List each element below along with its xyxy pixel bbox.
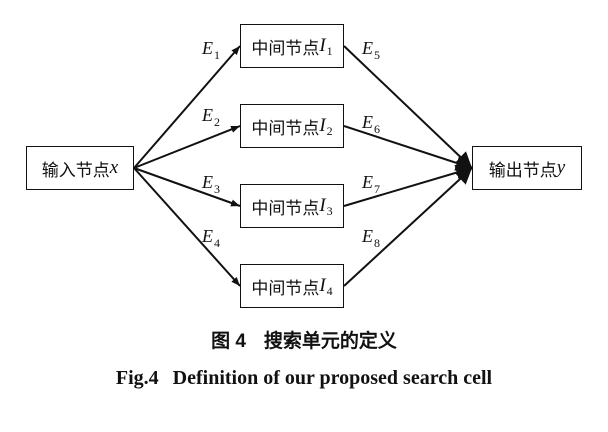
edge-sub: 6 xyxy=(374,122,380,136)
edge-var: E xyxy=(362,172,373,192)
intermediate-node-label: 中间节点 xyxy=(251,198,320,219)
edge-e4-line xyxy=(133,167,241,287)
edge-var: E xyxy=(202,105,213,125)
edge-var: E xyxy=(202,38,213,58)
edge-e5-line xyxy=(343,45,473,169)
edge-var: E xyxy=(362,226,373,246)
edge-e2-line xyxy=(133,125,241,169)
intermediate-node-var: I xyxy=(319,115,326,136)
intermediate-node-sub: 1 xyxy=(326,43,333,58)
intermediate-node-var: I xyxy=(319,275,326,296)
edge-label-e6: E6 xyxy=(362,112,380,136)
intermediate-node-label: 中间节点 xyxy=(251,118,320,139)
input-node-label: 输入节点 xyxy=(41,160,110,181)
edge-var: E xyxy=(202,226,213,246)
edge-e1-line xyxy=(133,45,241,169)
edge-e8-line xyxy=(343,167,473,287)
intermediate-node-var: I xyxy=(319,195,326,216)
caption-cn-text: 搜索单元的定义 xyxy=(263,330,397,352)
edge-label-e4: E4 xyxy=(202,226,220,250)
edge-e6-line xyxy=(343,125,473,171)
edge-sub: 7 xyxy=(374,182,380,196)
edge-e7-line xyxy=(343,164,473,207)
intermediate-node-sub: 2 xyxy=(326,123,333,138)
intermediate-node-label: 中间节点 xyxy=(251,278,320,299)
figure-caption-cn: 图 4 搜索单元的定义 xyxy=(0,326,608,353)
intermediate-node-sub: 3 xyxy=(326,203,333,218)
intermediate-node-var: I xyxy=(319,35,326,56)
edge-sub: 4 xyxy=(214,236,220,250)
edge-label-e8: E8 xyxy=(362,226,380,250)
intermediate-node-label: 中间节点 xyxy=(251,38,320,59)
intermediate-node-sub: 4 xyxy=(326,283,333,298)
output-node-var: y xyxy=(556,157,566,178)
input-node-var: x xyxy=(109,157,119,178)
caption-cn-number: 图 4 xyxy=(211,331,246,352)
edge-label-e3: E3 xyxy=(202,172,220,196)
edge-var: E xyxy=(202,172,213,192)
edge-var: E xyxy=(362,112,373,132)
figure-caption-en: Fig.4 Definition of our proposed search c… xyxy=(0,367,608,390)
edge-var: E xyxy=(362,38,373,58)
edge-e3-line xyxy=(133,167,241,207)
edge-sub: 3 xyxy=(214,182,220,196)
edge-label-e1: E1 xyxy=(202,38,220,62)
edge-label-e2: E2 xyxy=(202,105,220,129)
edge-label-e5: E5 xyxy=(362,38,380,62)
edge-sub: 1 xyxy=(214,48,220,62)
edge-sub: 5 xyxy=(374,48,380,62)
caption-en-number: Fig.4 xyxy=(115,367,159,389)
edge-sub: 2 xyxy=(214,115,220,129)
caption-en-text: Definition of our proposed search cell xyxy=(172,367,493,389)
edge-sub: 8 xyxy=(374,236,380,250)
output-node-label: 输出节点 xyxy=(488,160,557,181)
edge-label-e7: E7 xyxy=(362,172,380,196)
